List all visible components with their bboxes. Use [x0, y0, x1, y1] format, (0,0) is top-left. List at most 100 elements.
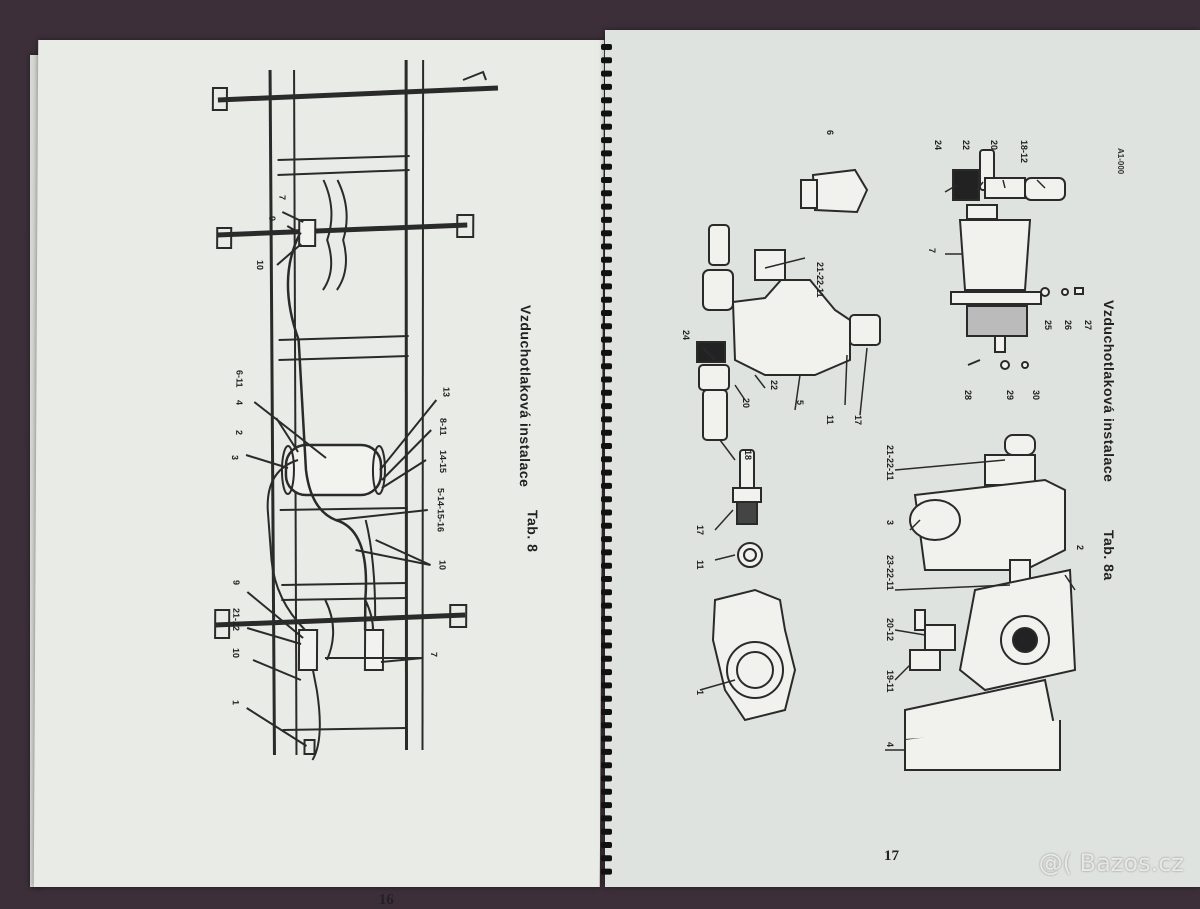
spiral-ring — [601, 376, 612, 383]
spiral-ring — [601, 735, 612, 742]
spiral-ring — [601, 536, 612, 543]
callout-9-top: 9 — [267, 216, 277, 221]
spiral-ring — [601, 509, 612, 516]
callout-r-22-right: 22 — [961, 140, 971, 150]
callout-r-2: 2 — [1075, 545, 1085, 550]
callout-r-17-low: 17 — [695, 525, 705, 535]
callout-r-1: 1 — [695, 690, 705, 695]
callout-r-30: 30 — [1031, 390, 1041, 400]
spiral-ring — [601, 709, 612, 715]
spiral-ring — [601, 562, 612, 569]
callout-r-11-low: 11 — [695, 560, 705, 570]
callout-10-mid: 10 — [437, 560, 447, 570]
components-diagram: 6 21-22-11 24 22 20 5 11 17 18 17 11 1 2… — [681, 130, 1093, 771]
spiral-ring — [601, 110, 612, 117]
spiral-ring — [601, 336, 612, 343]
callout-r-20-left: 20 — [741, 398, 751, 408]
callout-14-15: 14-15 — [438, 450, 448, 473]
spiral-ring — [601, 416, 612, 423]
spiral-ring — [601, 469, 612, 476]
callout-r-18-12: 18-12 — [1019, 140, 1029, 163]
callout-2: 2 — [234, 430, 244, 435]
callout-r-26: 26 — [1063, 320, 1073, 330]
callout-r-19-11: 19-11 — [885, 670, 895, 693]
right-page: 6 21-22-11 24 22 20 5 11 17 18 17 11 1 2… — [605, 30, 1200, 887]
callout-r-18-left: 18 — [743, 450, 753, 460]
spiral-ring — [601, 137, 612, 144]
callout-r-4: 4 — [885, 742, 895, 747]
spiral-ring — [601, 589, 612, 596]
spiral-ring — [601, 748, 612, 755]
spiral-ring — [601, 70, 612, 77]
left-page: 7 9 10 6-11 4 2 3 13 8-11 14-15 5-14-15-… — [33, 40, 605, 908]
callout-r-24-right: 24 — [933, 140, 943, 150]
right-page-title: Vzduchotlaková instalace — [1101, 300, 1117, 483]
spiral-ring — [601, 855, 612, 862]
callout-r-22-left: 22 — [769, 380, 779, 390]
callout-r-20-12: 20-12 — [885, 618, 895, 641]
spiral-ring — [601, 177, 612, 183]
spiral-ring — [601, 576, 612, 582]
spiral-ring — [601, 842, 612, 848]
spiral-ring — [601, 283, 612, 290]
callout-7-low: 7 — [429, 652, 439, 657]
chassis-diagram: 7 9 10 6-11 4 2 3 13 8-11 14-15 5-14-15-… — [211, 59, 499, 761]
callout-r-6: 6 — [825, 130, 835, 135]
spiral-ring — [601, 482, 612, 489]
callout-r-20-right: 20 — [989, 140, 999, 150]
spiral-ring — [601, 815, 612, 822]
spiral-ring — [601, 522, 612, 529]
spiral-ring — [601, 496, 612, 503]
spiral-ring — [601, 456, 612, 463]
right-table-label: Tab. 8a — [1101, 530, 1117, 581]
spiral-ring — [601, 83, 612, 90]
callout-r-25: 25 — [1043, 320, 1053, 330]
spiral-ring — [601, 97, 612, 104]
spiral-ring — [601, 190, 612, 197]
spiral-ring — [601, 216, 612, 223]
callout-r-27: 27 — [1083, 320, 1093, 330]
callout-r-21-22-11-top: 21-22-11 — [815, 262, 825, 298]
callout-r-23-22-11: 23-22-11 — [885, 555, 895, 591]
callout-13: 13 — [441, 387, 451, 397]
spiral-ring — [601, 349, 612, 356]
callout-7-top: 7 — [277, 195, 287, 200]
callout-r-11-top: 11 — [825, 415, 835, 425]
spiral-ring — [601, 163, 612, 170]
spiral-ring — [601, 150, 612, 157]
spiral-ring — [601, 203, 612, 210]
spiral-ring — [601, 695, 612, 702]
callout-5-14-15-16: 5-14-15-16 — [436, 488, 446, 532]
spiral-ring — [601, 762, 612, 769]
callout-9-low: 9 — [231, 580, 241, 585]
left-page-number: 16 — [378, 892, 394, 908]
spiral-ring — [601, 230, 612, 237]
callout-21-22: 21-22 — [231, 608, 241, 631]
spiral-ring — [601, 389, 612, 396]
spiral-ring — [601, 682, 612, 689]
spiral-ring — [601, 443, 612, 449]
spiral-ring — [601, 629, 612, 636]
callout-r-24-left: 24 — [681, 330, 691, 340]
spiral-ring — [601, 44, 612, 50]
spiral-ring — [601, 642, 612, 649]
spiral-ring — [601, 775, 612, 782]
callout-r-28: 28 — [963, 390, 973, 400]
spiral-ring — [601, 123, 612, 130]
spiral-ring — [601, 363, 612, 370]
spiral-ring — [601, 788, 612, 795]
spiral-ring — [601, 296, 612, 303]
spiral-ring — [601, 602, 612, 609]
spiral-ring — [601, 655, 612, 662]
callout-r-3: 3 — [885, 520, 895, 525]
callout-6-11: 6-11 — [234, 370, 244, 388]
spiral-ring — [601, 243, 612, 250]
spiral-ring — [601, 615, 612, 622]
left-page-title: Vzduchotlaková instalace — [516, 305, 534, 488]
spiral-ring — [601, 802, 612, 809]
right-corner-code: A1-000 — [1116, 148, 1125, 175]
left-table-label: Tab. 8 — [524, 510, 541, 553]
spiral-ring — [601, 868, 612, 875]
spiral-ring — [601, 270, 612, 277]
callout-r-5: 5 — [795, 400, 805, 405]
